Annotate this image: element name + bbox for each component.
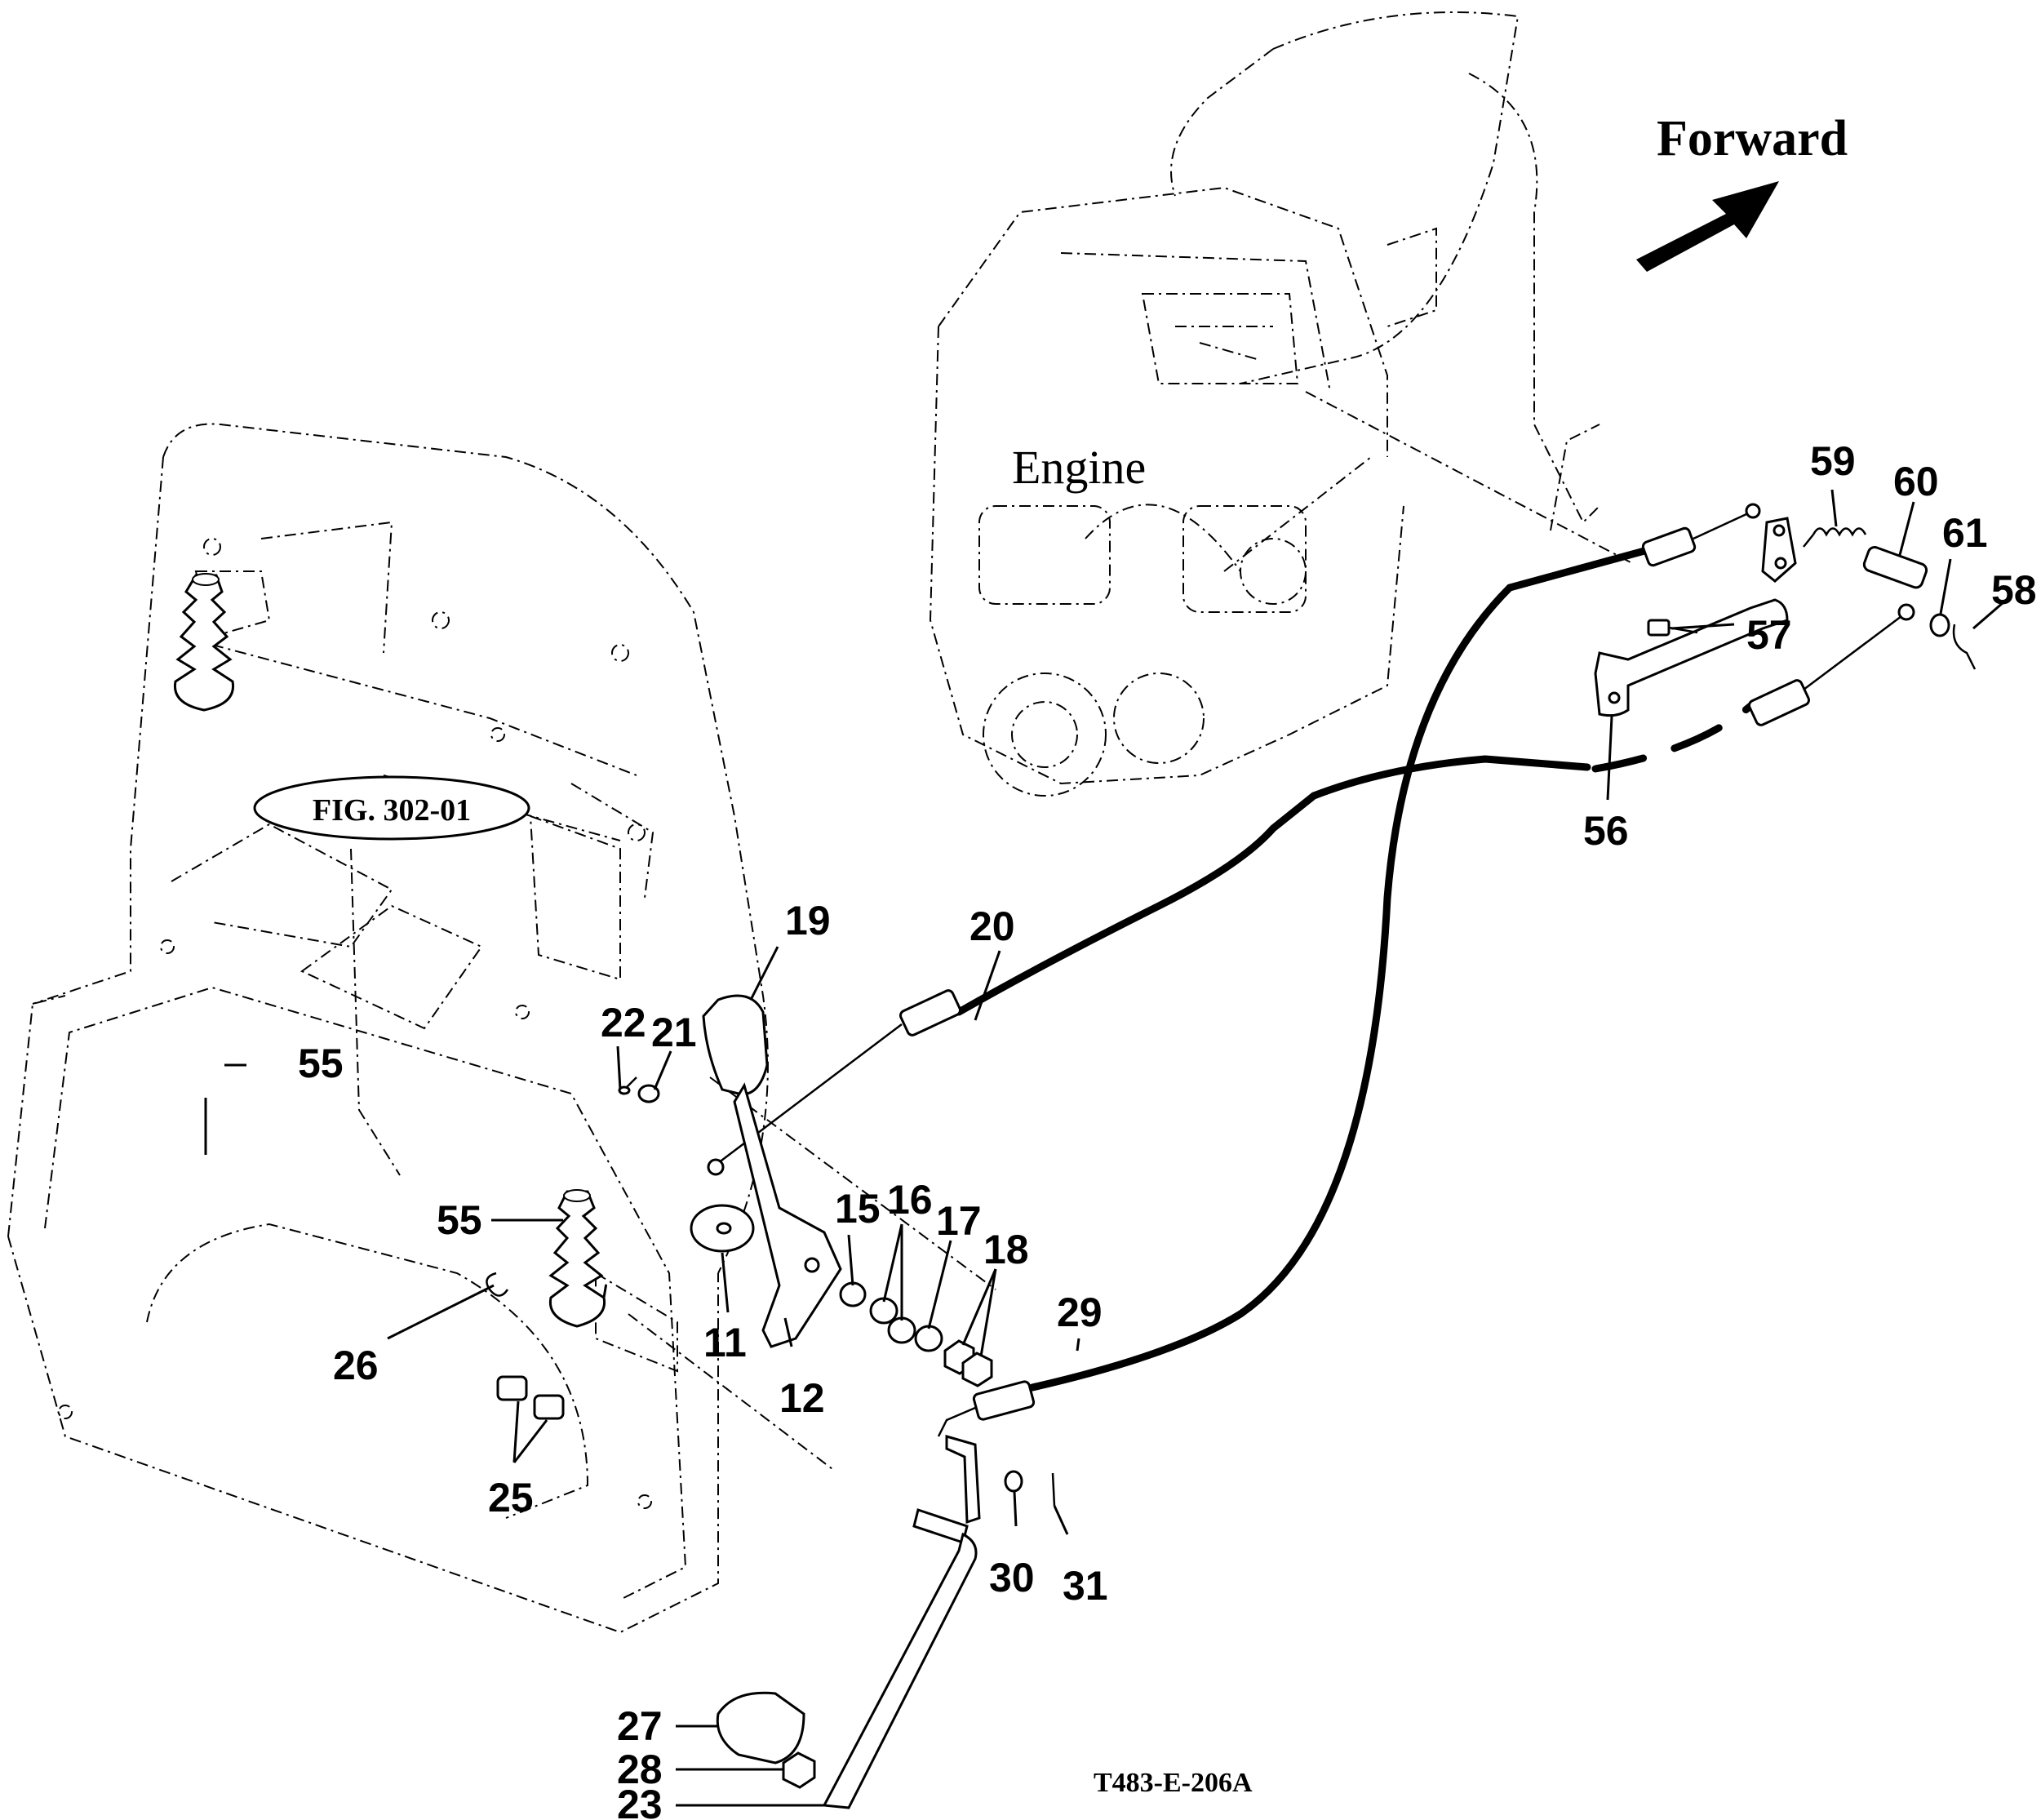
callout-30: 30 xyxy=(989,1555,1035,1600)
part-11-washer xyxy=(690,1204,755,1253)
part-18-nut-b xyxy=(961,1352,993,1387)
callout-55-upper: 55 xyxy=(298,1041,344,1086)
leader-lines xyxy=(204,489,2004,1807)
drawing-number: T483-E-206A xyxy=(1094,1768,1253,1798)
part-17-washer xyxy=(914,1325,943,1352)
part-22-cotter-pin xyxy=(618,1076,637,1095)
callout-11: 11 xyxy=(703,1320,747,1365)
forward-label: Forward xyxy=(1657,111,1848,166)
callout-31: 31 xyxy=(1063,1563,1108,1609)
part-55-boot-upper xyxy=(173,573,235,712)
part-12-pedal-arm xyxy=(733,1082,842,1348)
callout-55-lower: 55 xyxy=(437,1197,482,1243)
part-59-spring xyxy=(1803,527,1867,548)
part-31-pin xyxy=(1051,1472,1056,1507)
cable-20-engine-end xyxy=(1747,603,1915,726)
part-16-washer-a xyxy=(869,1297,898,1325)
part-19-pedal-pad xyxy=(702,994,769,1096)
callout-28: 28 xyxy=(617,1747,663,1792)
cable-20 xyxy=(955,755,1591,1016)
part-27-pedal-pad xyxy=(716,1691,805,1765)
cable-29 xyxy=(1028,547,1648,1392)
part-26-clip xyxy=(486,1272,509,1297)
forward-arrow-icon xyxy=(1636,181,1779,272)
figure-reference-badge: FIG. 302-01 xyxy=(253,775,530,841)
callout-16: 16 xyxy=(887,1177,933,1223)
cable-29-engine-end xyxy=(1641,503,1761,567)
callout-17: 17 xyxy=(936,1198,982,1244)
engine-label: Engine xyxy=(1012,441,1146,494)
part-23-pedal-rod xyxy=(822,1435,981,1809)
callout-27: 27 xyxy=(617,1703,663,1749)
callout-12: 12 xyxy=(779,1375,825,1421)
callout-26: 26 xyxy=(333,1343,379,1388)
callout-57: 57 xyxy=(1746,612,1792,658)
part-60-pin xyxy=(1862,546,1928,589)
part-21-washer xyxy=(637,1084,660,1103)
part-25-bushings xyxy=(496,1375,565,1420)
part-15-washer xyxy=(839,1281,867,1307)
callout-15: 15 xyxy=(835,1186,881,1232)
part-61-washer xyxy=(1929,613,1950,637)
frame-outline xyxy=(7,423,996,1634)
callout-22: 22 xyxy=(601,1000,646,1045)
cable-20-dashed xyxy=(1591,702,1755,773)
figure-reference-text: FIG. 302-01 xyxy=(313,793,471,828)
callout-25: 25 xyxy=(488,1475,534,1520)
part-56-bracket xyxy=(1594,598,1789,717)
callout-61: 61 xyxy=(1942,510,1988,556)
callout-60: 60 xyxy=(1893,459,1939,504)
part-16-washer-b xyxy=(887,1316,916,1344)
cable-20-end-fitting xyxy=(707,989,962,1176)
engine-outline xyxy=(929,11,1633,797)
callout-58: 58 xyxy=(1991,567,2037,613)
part-30-washer xyxy=(1004,1470,1023,1493)
callout-29: 29 xyxy=(1057,1290,1103,1335)
callout-56: 56 xyxy=(1583,808,1629,854)
part-55-boot-lower xyxy=(548,1189,607,1328)
cable-29-end-fitting xyxy=(937,1380,1036,1437)
part-58-clip xyxy=(1952,624,1977,670)
callout-23: 23 xyxy=(617,1782,663,1820)
part-28-nut xyxy=(782,1751,816,1789)
callout-20: 20 xyxy=(969,903,1015,949)
callout-59: 59 xyxy=(1810,438,1856,484)
callout-18: 18 xyxy=(983,1227,1029,1272)
callout-19: 19 xyxy=(785,898,831,943)
part-linkage-plate xyxy=(1761,517,1797,583)
callout-21: 21 xyxy=(651,1010,697,1055)
